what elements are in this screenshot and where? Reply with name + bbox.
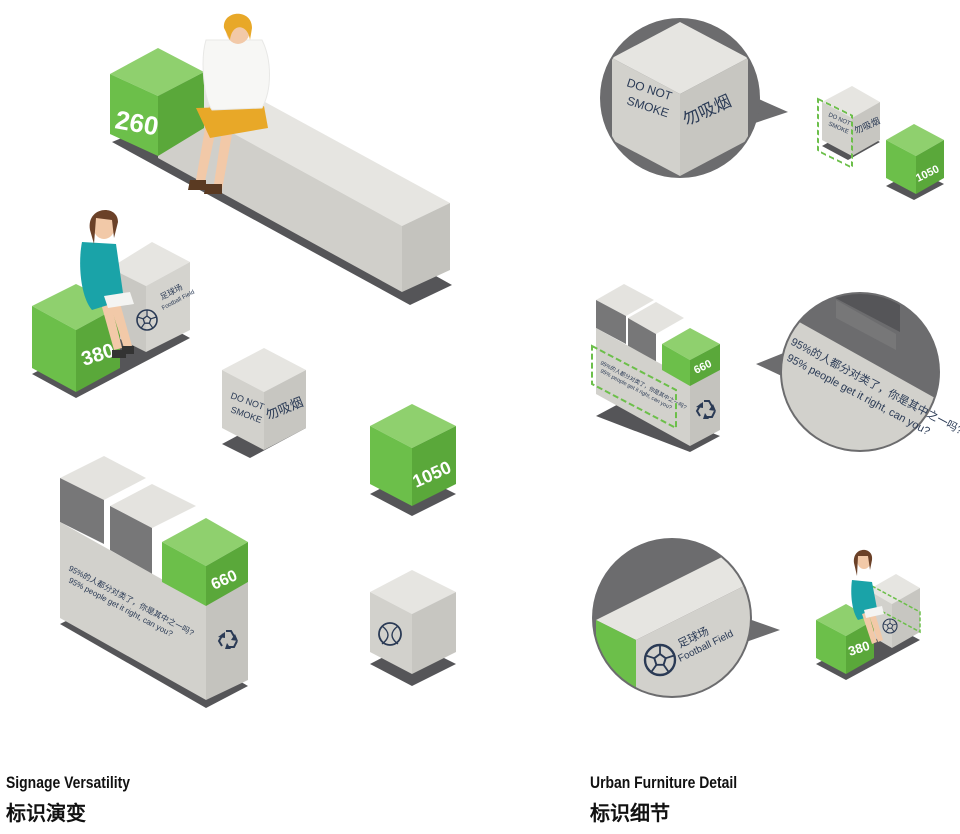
small-label-380: 380 xyxy=(846,638,871,659)
cube-1050: 1050 xyxy=(370,404,456,516)
caption-right-zh: 标识细节 xyxy=(590,801,670,825)
magnifier-football: 足球场 Football Field xyxy=(592,538,780,698)
caption-signage-versatility: Signage Versatility 标识演变 xyxy=(6,773,157,826)
small-no-smoke-cube: DO NOT SMOKE 勿吸烟 xyxy=(817,86,881,170)
small-bench-380: 380 xyxy=(816,574,921,680)
caption-right-en: Urban Furniture Detail xyxy=(590,773,738,792)
magnifier-no-smoke: DO NOT SMOKE 勿吸烟 xyxy=(600,18,788,178)
bench-260: 260 xyxy=(110,48,452,305)
magnifier-recycle: 95%的人都分对类了，你是其中之一吗? 95% people get it ri… xyxy=(756,292,960,452)
no-smoke-cube: DO NOT SMOKE 勿吸烟 xyxy=(222,348,306,458)
bench-380: 足球场 Football Field 380 xyxy=(32,242,196,398)
person-seated-orange xyxy=(188,13,270,194)
tennis-cube xyxy=(370,570,456,686)
caption-urban-furniture-detail: Urban Furniture Detail 标识细节 xyxy=(590,773,769,826)
person-seated-teal xyxy=(80,210,134,358)
tennis-ball-icon xyxy=(378,622,402,646)
label-260: 260 xyxy=(113,104,161,141)
small-person-seated-teal xyxy=(851,549,884,644)
recycle-bin-660: 660 95%的人都分对类了，你是其中之一吗? 95% people get i… xyxy=(60,456,248,708)
small-recycle-bin: 660 95%的人都分对类了，你是其中之一吗? 95% people get i… xyxy=(591,284,720,452)
caption-left-en: Signage Versatility xyxy=(6,773,130,792)
caption-left-zh: 标识演变 xyxy=(6,801,86,825)
small-cube-1050: 1050 xyxy=(886,124,944,200)
